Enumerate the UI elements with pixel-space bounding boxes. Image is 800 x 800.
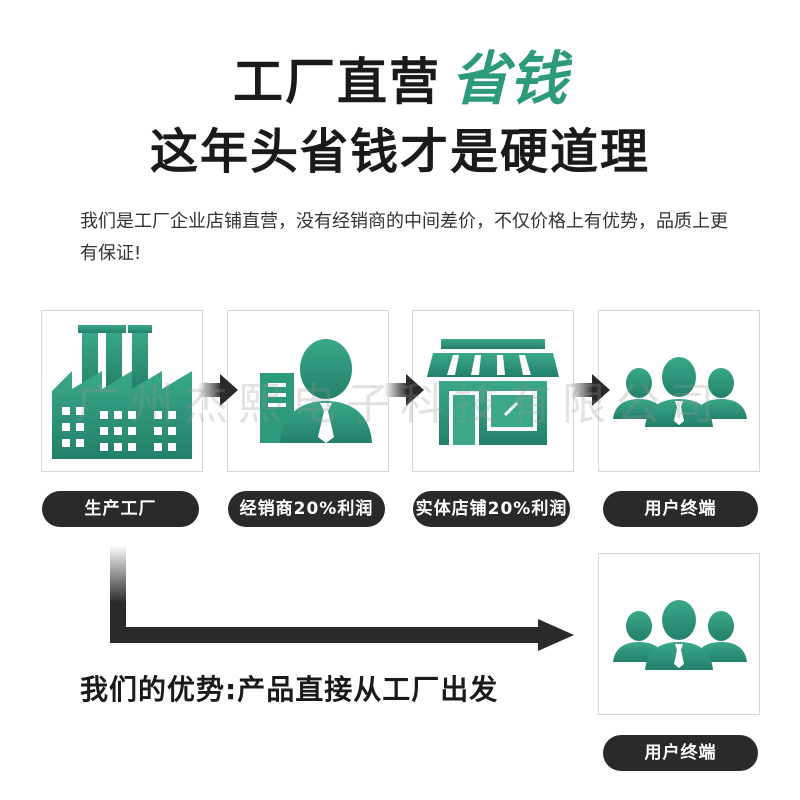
store-icon	[427, 339, 559, 445]
arrow-right-icon	[198, 374, 238, 406]
users-icon	[613, 357, 747, 427]
label-users: 用户终端	[603, 491, 758, 527]
direct-arrow-icon	[110, 545, 574, 651]
label-dealer: 经销商20%利润	[228, 491, 385, 527]
label-store: 实体店铺20%利润	[413, 491, 570, 527]
dealer-icon	[260, 339, 372, 443]
headline-accent-text: 省钱	[450, 45, 567, 113]
intro-text: 我们是工厂企业店铺直营，没有经销商的中间差价，不仅价格上有优势，品质上更有保证!	[80, 211, 728, 264]
factory-icon	[52, 325, 192, 459]
headline-main: 工厂直营省钱	[0, 32, 800, 116]
arrow-right-icon	[384, 374, 424, 406]
label-factory: 生产工厂	[42, 491, 199, 527]
headline-main-text: 工厂直营	[232, 53, 441, 111]
advantage-text: 我们的优势:产品直接从工厂出发	[80, 673, 499, 706]
users-icon	[613, 600, 747, 670]
store-box	[412, 310, 574, 472]
label-direct-users: 用户终端	[603, 735, 758, 771]
factory-box	[41, 310, 203, 472]
direct-users-box	[598, 553, 760, 715]
arrow-right-icon	[570, 374, 610, 406]
headline-sub: 这年头省钱才是硬道理	[149, 124, 650, 180]
users-box	[598, 310, 760, 472]
dealer-box	[227, 310, 389, 472]
